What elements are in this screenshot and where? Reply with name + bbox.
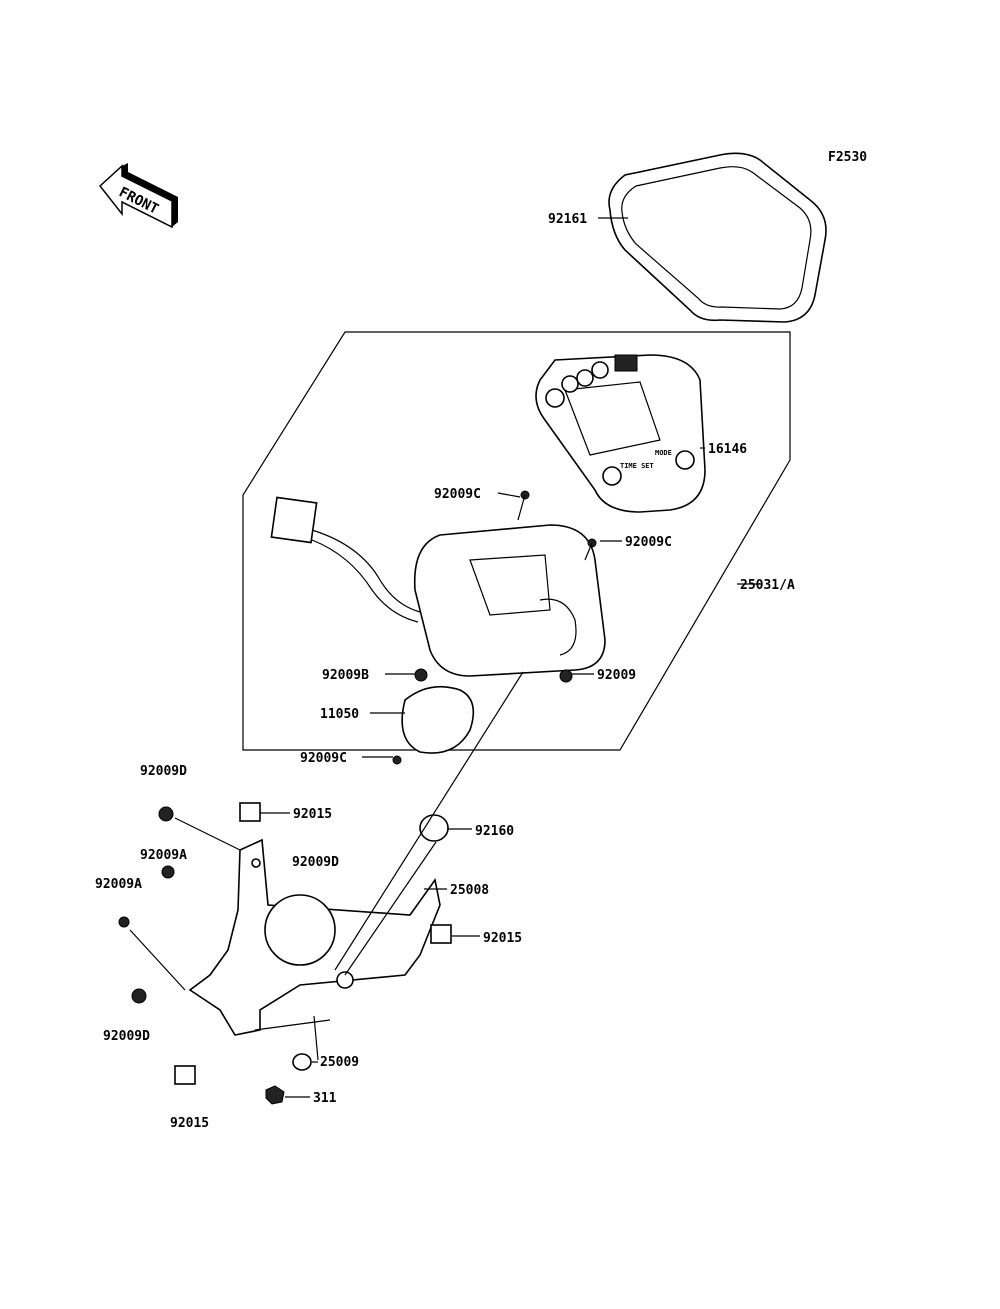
callout-92160: 92160 <box>475 824 514 839</box>
part-92015-clip <box>174 1065 196 1085</box>
callout-92009C: 92009C <box>434 487 481 502</box>
part-16146-meter-cover: TIME SET MODE <box>535 354 706 513</box>
callout-92009: 92009 <box>597 668 636 683</box>
callout-25009: 25009 <box>320 1055 359 1070</box>
callout-92009D: 92009D <box>292 855 339 870</box>
callout-92009A: 92009A <box>95 877 142 892</box>
callout-25031A: 25031/A <box>740 578 795 593</box>
figure-code: F2530 <box>828 150 867 165</box>
mode-label: MODE <box>655 449 672 457</box>
part-11050-ring <box>401 685 475 754</box>
callout-92009C: 92009C <box>300 751 347 766</box>
callout-92009A: 92009A <box>140 848 187 863</box>
callout-92009D: 92009D <box>140 764 187 779</box>
part-25009-washer <box>292 1053 312 1071</box>
callout-92009C: 92009C <box>625 535 672 550</box>
callout-92009B: 92009B <box>322 668 369 683</box>
callout-25008: 25008 <box>450 883 489 898</box>
part-25008-bracket <box>188 838 441 1036</box>
part-92161-gasket <box>608 152 827 323</box>
callout-92009D: 92009D <box>103 1029 150 1044</box>
kit-boundary-25031A <box>242 331 791 751</box>
callout-11050: 11050 <box>320 707 359 722</box>
screws <box>118 490 597 1105</box>
leader-lines <box>129 217 762 1098</box>
callout-92015: 92015 <box>170 1116 209 1131</box>
time-set-label: TIME SET <box>620 462 654 470</box>
callout-311: 311 <box>313 1091 337 1106</box>
front-arrow-icon: FRONT <box>98 163 178 229</box>
callout-92015: 92015 <box>293 807 332 822</box>
part-92160-grommet <box>419 814 449 842</box>
callout-92161: 92161 <box>548 212 587 227</box>
part-meter-body <box>270 496 606 677</box>
callout-92015: 92015 <box>483 931 522 946</box>
part-92015-clip <box>239 802 261 822</box>
part-92015-clip <box>430 924 452 944</box>
callout-16146: 16146 <box>708 442 747 457</box>
